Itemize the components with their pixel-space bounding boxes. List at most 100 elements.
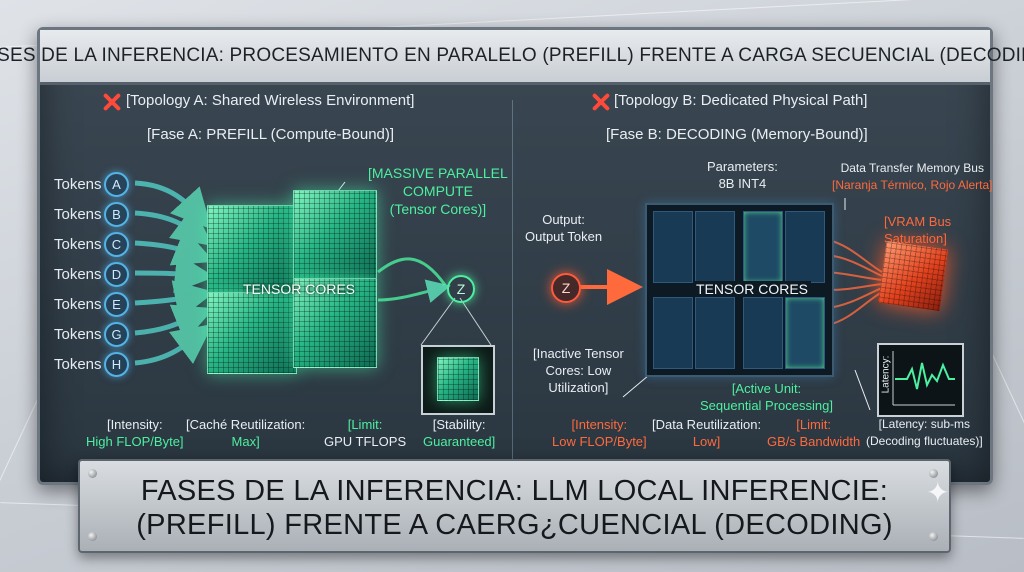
intensity-b-note: [Intensity: Low FLOP/Byte]	[552, 416, 647, 450]
screw	[88, 469, 97, 478]
output-token-circle: Z	[447, 275, 475, 303]
screw	[88, 532, 97, 541]
board-title: FASES DE LA INFERENCIA: PROCESAMIENTO EN…	[0, 45, 1024, 66]
tensor-cores-label-b: TENSOR CORES	[693, 281, 812, 297]
parallel-compute-note: [MASSIVE PARALLEL COMPUTE (Tensor Cores)…	[368, 164, 508, 218]
core-cell	[695, 211, 735, 283]
token-circle: B	[104, 202, 129, 227]
token-circle: C	[104, 232, 129, 257]
phase-a-label: [Fase A: PREFILL (Compute-Bound)]	[147, 126, 395, 143]
token-circle: E	[104, 292, 129, 317]
note-line: [Active Unit:	[731, 381, 802, 396]
core-cell	[785, 211, 825, 283]
token-circle: D	[104, 262, 129, 287]
caption-line-2: (PREFILL) FRENTE A CAERG¿CUENCIAL (DECOD…	[136, 509, 893, 541]
caption-line-1: FASES DE LA INFERENCIA: LLM LOCAL INFERE…	[140, 475, 889, 507]
bus-lines	[827, 239, 883, 326]
intensity-a-note: [Intensity: High FLOP/Byte]	[86, 416, 184, 450]
note-line: GB/s Bandwidth	[767, 434, 861, 449]
tensor-core-cube	[207, 292, 297, 374]
token-circle: H	[104, 352, 129, 377]
note-line: [Limit:	[796, 417, 831, 432]
note-line: COMPUTE	[402, 183, 473, 199]
note-line: [Limit:	[347, 417, 383, 432]
inactive-cores-note: [Inactive Tensor Cores: Low Utilization]	[533, 345, 624, 396]
input-token-circle: Z	[551, 273, 581, 303]
note-line: [Intensity:	[571, 417, 628, 432]
cache-a-note: [Caché Reutilization: Max]	[186, 416, 305, 450]
note-line: [MASSIVE PARALLEL	[368, 165, 508, 181]
note-line: [Data Reutilization:	[652, 417, 762, 432]
note-line: [Stability:	[432, 417, 486, 432]
close-x-icon	[101, 91, 123, 113]
core-cell	[743, 297, 783, 369]
token-label: Tokens	[54, 326, 102, 343]
note-line: [Intensity:	[106, 417, 163, 432]
note-line: Low]	[692, 434, 721, 449]
core-cell	[653, 297, 693, 369]
topology-b-label: [Topology B: Dedicated Physical Path]	[614, 92, 868, 109]
core-cell	[653, 211, 693, 283]
token-label: Tokens	[54, 356, 102, 373]
limit-a-note: [Limit: GPU TFLOPS	[324, 416, 406, 450]
token-label: Tokens	[54, 296, 102, 313]
stability-thumbnail	[421, 345, 495, 415]
close-x-icon	[590, 91, 612, 113]
screw	[929, 532, 938, 541]
note-line: [Naranja Térmico, Rojo Alerta]	[832, 178, 993, 192]
parameters-note: Parameters: 8B INT4	[707, 158, 778, 192]
screw	[929, 469, 938, 478]
note-line: Output:	[542, 212, 585, 227]
note-line: (Decoding fluctuates)]	[866, 434, 983, 448]
stability-a-note: [Stability: Guaranteed]	[423, 416, 495, 450]
caption-plate: FASES DE LA INFERENCIA: LLM LOCAL INFERE…	[78, 459, 951, 553]
note-line: Guaranteed]	[423, 434, 496, 449]
center-divider	[512, 100, 513, 460]
note-line: Output Token	[525, 229, 603, 244]
note-line: Data Transfer Memory Bus	[840, 161, 984, 175]
output-token-note: Output: Output Token	[525, 211, 602, 245]
note-line: [Caché Reutilization:	[186, 417, 306, 432]
token-label: Tokens	[54, 176, 102, 193]
vram-cube	[877, 240, 949, 312]
note-line: [VRAM Bus	[884, 214, 952, 229]
note-line: Cores: Low	[545, 363, 612, 378]
note-line: High FLOP/Byte]	[86, 434, 184, 449]
token-label: Tokens	[54, 206, 102, 223]
note-line: 8B INT4	[718, 176, 767, 191]
mini-cube	[437, 357, 479, 401]
tensor-cores-label-a: TENSOR CORES	[243, 281, 356, 297]
phase-b-label: [Fase B: DECODING (Memory-Bound)]	[606, 126, 868, 143]
latency-axis-label: Latency:	[880, 355, 892, 394]
tensor-core-cube	[293, 190, 377, 280]
note-line: [Inactive Tensor	[533, 346, 624, 361]
sparkle-icon: ✦	[926, 477, 950, 508]
note-line: [Latency: sub-ms	[878, 417, 971, 431]
data-reuse-note: [Data Reutilization: Low]	[652, 416, 761, 450]
latency-chart: Latency:	[877, 343, 964, 417]
latency-b-note: [Latency: sub-ms (Decoding fluctuates)]	[866, 416, 983, 450]
note-line: GPU TFLOPS	[324, 434, 407, 449]
latency-line-graph	[892, 351, 955, 406]
active-unit-note: [Active Unit: Sequential Processing]	[700, 380, 833, 414]
tensor-core-cube	[293, 278, 377, 368]
token-circle: A	[104, 172, 129, 197]
board-title-bar: FASES DE LA INFERENCIA: PROCESAMIENTO EN…	[0, 30, 1024, 85]
limit-b-note: [Limit: GB/s Bandwidth	[767, 416, 860, 450]
core-cell	[695, 297, 735, 369]
core-cell	[743, 211, 783, 283]
memory-bus-note: Data Transfer Memory Bus [Naranja Térmic…	[832, 160, 993, 194]
note-line: Parameters:	[707, 159, 778, 174]
token-circle: G	[104, 322, 129, 347]
core-cell	[785, 297, 825, 369]
token-arrows	[134, 180, 215, 366]
note-line: Sequential Processing]	[700, 398, 833, 413]
token-label: Tokens	[54, 266, 102, 283]
topology-a-label: [Topology A: Shared Wireless Environment…	[126, 92, 415, 109]
